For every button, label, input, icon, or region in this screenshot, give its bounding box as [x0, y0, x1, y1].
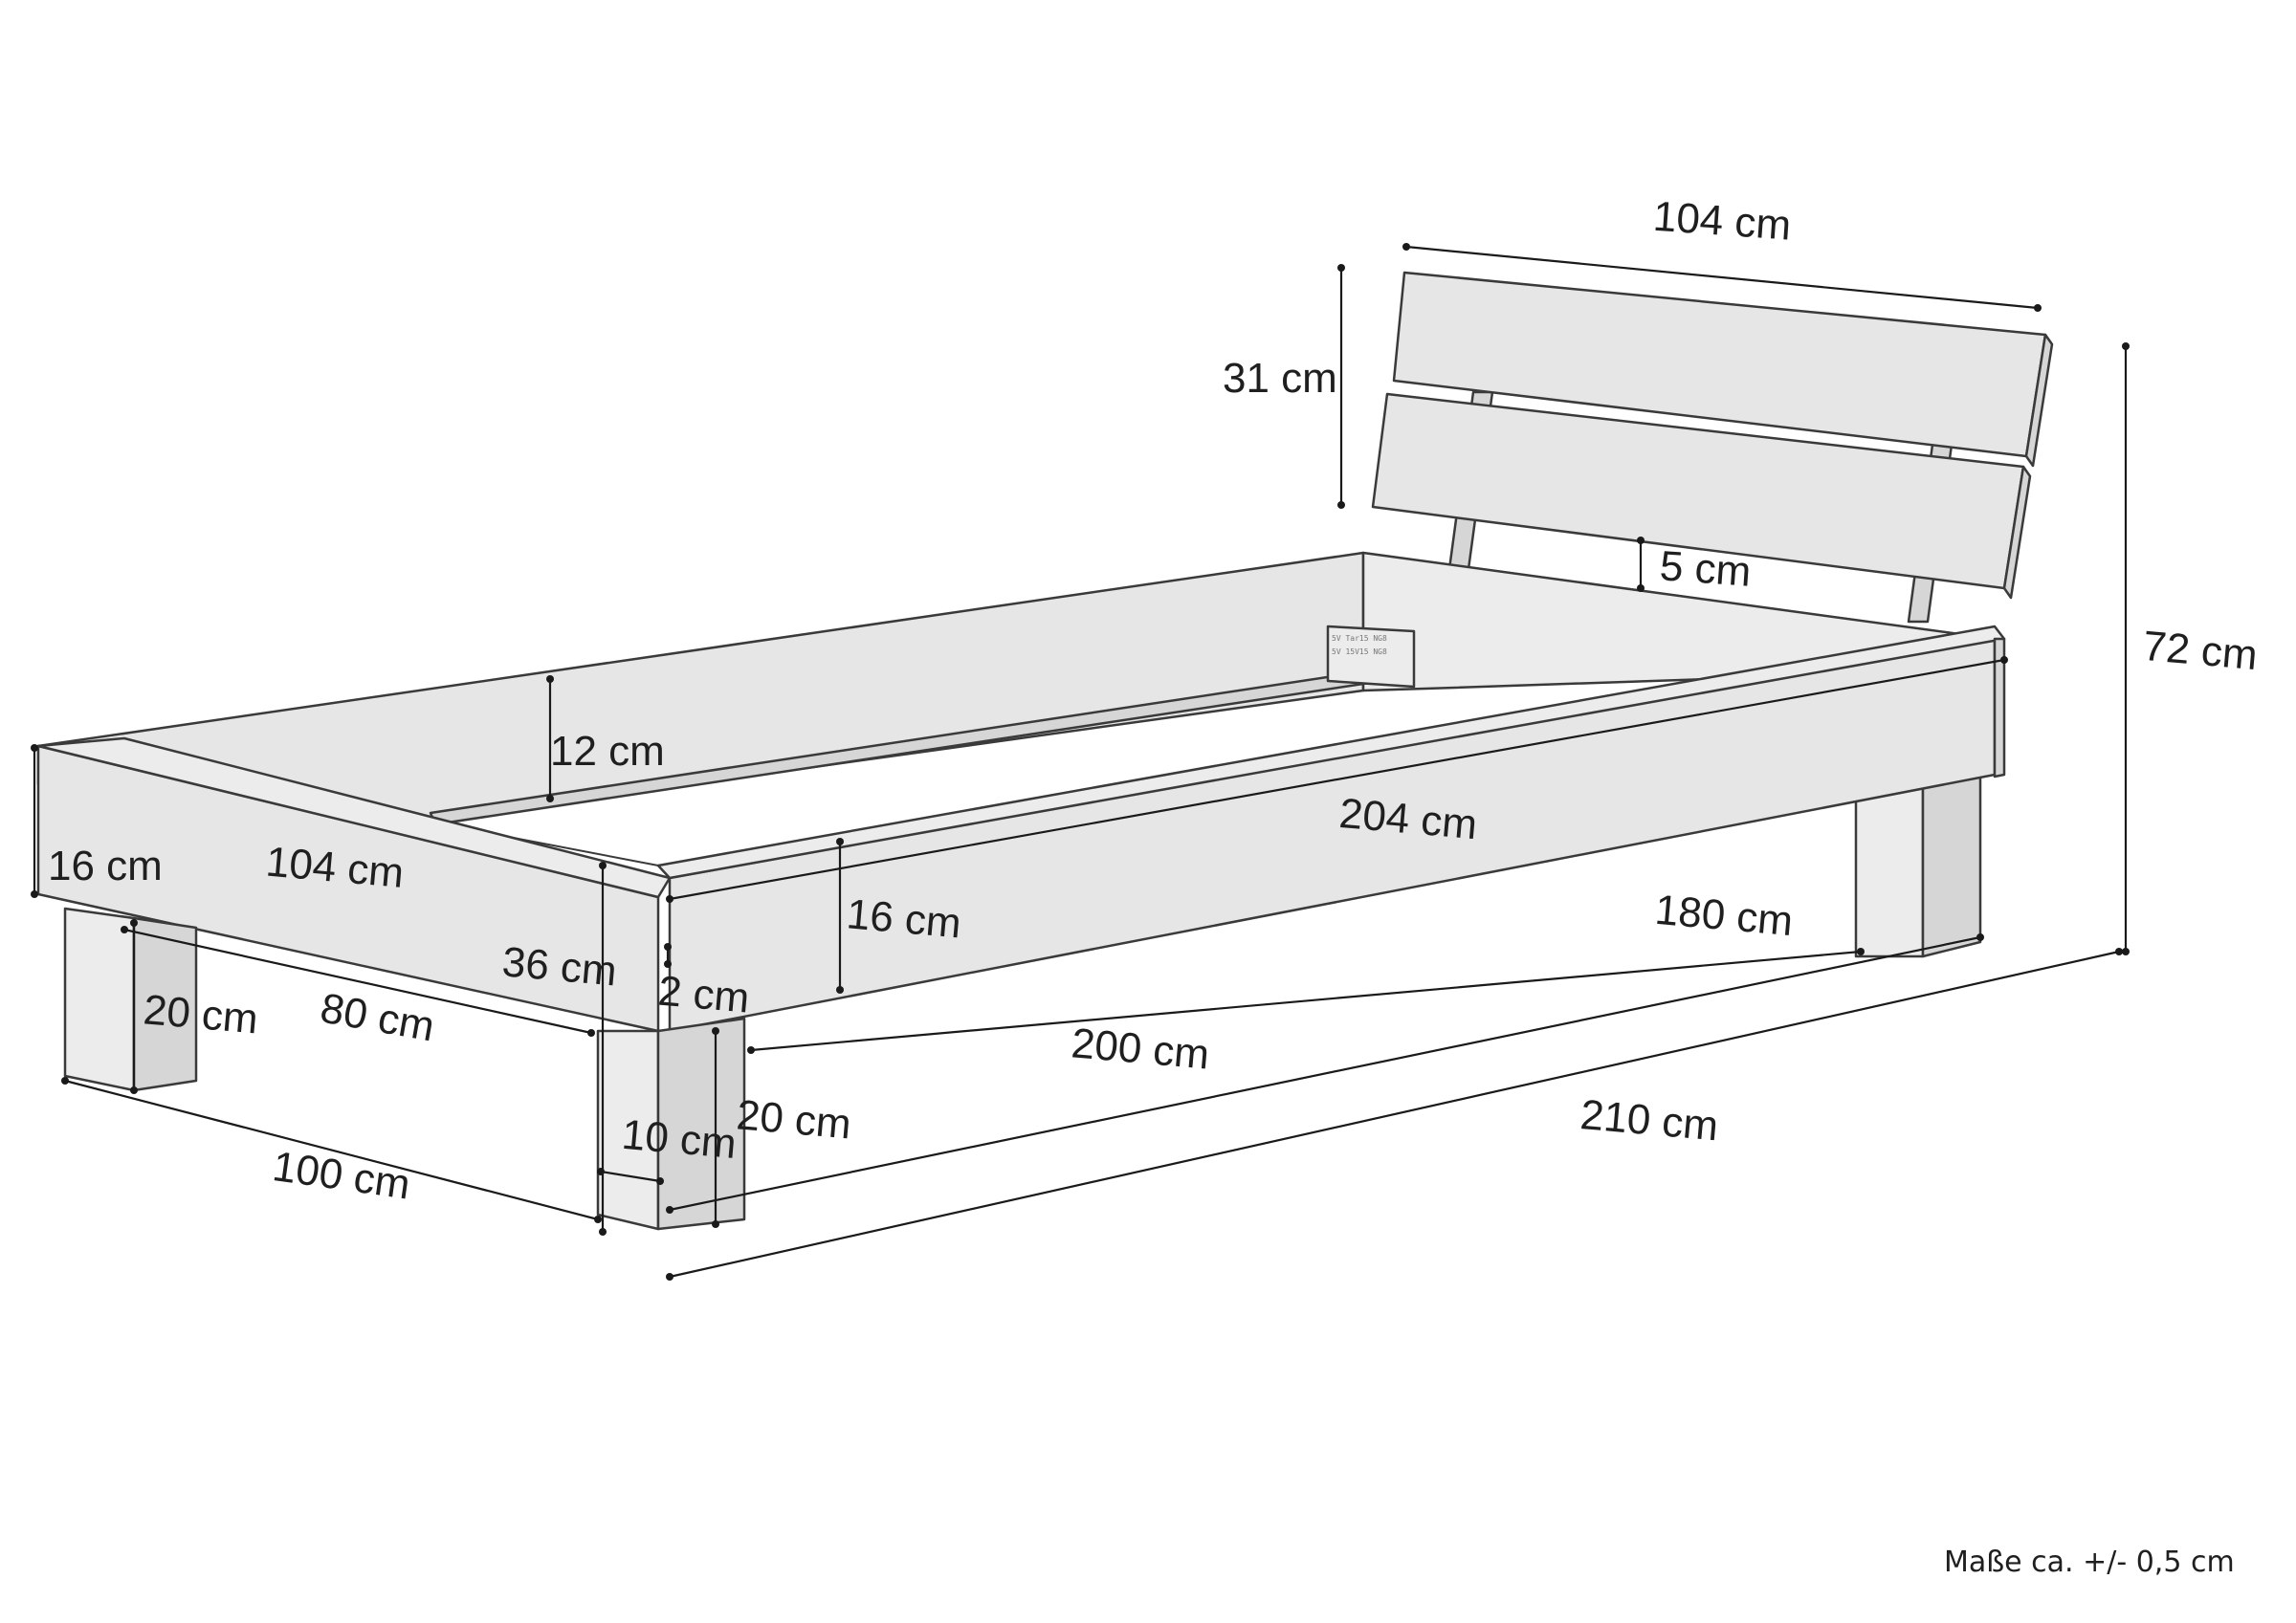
leg-front-left — [63, 907, 136, 1092]
label-leg-total-height: 36 cm — [500, 938, 619, 995]
dimension-lines — [31, 243, 2130, 1281]
footnote: Maße ca. +/- 0,5 cm — [1944, 1546, 2235, 1579]
label-headboard-gap: 5 cm — [1658, 542, 1753, 596]
label-leg-depth: 10 cm — [620, 1111, 739, 1168]
label-side-rail-height: 16 cm — [845, 890, 963, 947]
corner-bracket: 5V Tar15 NG8 5V 15V15 NG8 — [1326, 625, 1416, 689]
label-total-height: 72 cm — [2141, 623, 2260, 679]
label-inner-frame-height: 12 cm — [550, 728, 665, 775]
label-foot-rail-height: 16 cm — [48, 843, 163, 889]
svg-text:5V 15V15 NG8: 5V 15V15 NG8 — [1332, 647, 1387, 656]
label-leg-spacing-long: 180 cm — [1653, 887, 1795, 945]
label-inner-length: 200 cm — [1070, 1020, 1211, 1078]
label-headboard-height: 31 cm — [1223, 355, 1337, 402]
label-rail-offset: 2 cm — [656, 968, 751, 1022]
dimension-labels: 104 cm 31 cm 5 cm 72 cm 12 cm 204 cm 16 … — [48, 193, 2260, 1209]
label-total-length: 210 cm — [1578, 1091, 1720, 1150]
label-leg-height-front-left: 20 cm — [142, 986, 260, 1042]
side-rail-end — [1993, 637, 2006, 779]
headboard — [1371, 271, 2054, 624]
bed-frame: 5V Tar15 NG8 5V 15V15 NG8 — [36, 551, 2006, 1033]
label-outer-width: 100 cm — [270, 1143, 413, 1209]
label-headboard-width: 104 cm — [1651, 193, 1792, 250]
label-leg-height-front-right: 20 cm — [735, 1091, 853, 1148]
svg-text:5V Tar15 NG8: 5V Tar15 NG8 — [1332, 634, 1387, 643]
